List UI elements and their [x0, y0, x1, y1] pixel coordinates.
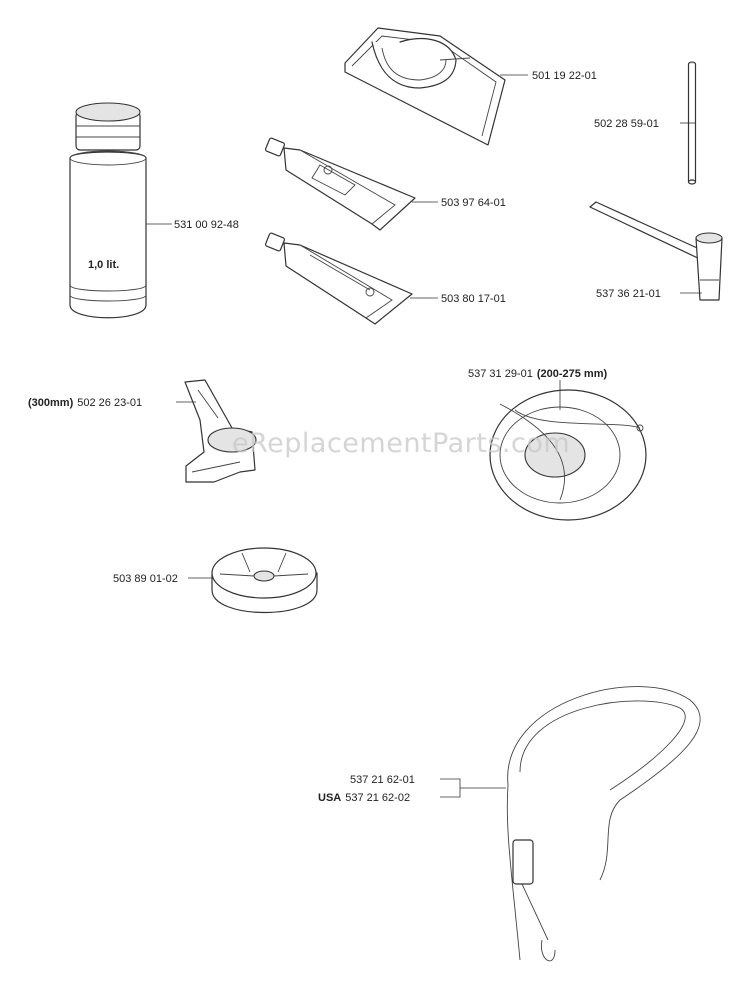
shield-size-label: (200-275 mm)	[537, 368, 608, 380]
shield-part-number: 537 31 29-01 (200-275 mm)	[468, 368, 607, 380]
harness-illustration	[506, 686, 701, 962]
support-cup-illustration	[211, 547, 318, 613]
harness-usa-part-number-value: 537 21 62-02	[345, 792, 410, 804]
grease-tube-2-illustration	[264, 232, 413, 325]
guard-part-number-value: 502 26 23-01	[77, 397, 142, 409]
oil-bottle-illustration	[69, 102, 147, 319]
grease-tube-2-part-number: 503 80 17-01	[441, 293, 506, 305]
blade-shield-illustration	[489, 389, 647, 521]
pin-part-number: 502 28 59-01	[594, 118, 659, 130]
guard-part-number: (300mm)502 26 23-01	[28, 397, 142, 409]
trimmer-guard-illustration	[184, 379, 257, 483]
wrench-part-number: 537 36 21-01	[596, 288, 661, 300]
guard-size-label: (300mm)	[28, 397, 74, 409]
oil-bottle-part-number: 531 00 92-48	[174, 219, 239, 231]
harness-part-number: 537 21 62-01	[350, 774, 415, 786]
carry-bag-part-number: 501 19 22-01	[532, 70, 597, 82]
grease-tube-1-illustration	[264, 137, 416, 231]
harness-usa-part-number: USA 537 21 62-02	[318, 792, 410, 804]
carry-bag-illustration	[344, 27, 506, 146]
shield-part-number-value: 537 31 29-01	[468, 368, 533, 380]
wrench-illustration	[589, 201, 723, 301]
grease-tube-1-part-number: 503 97 64-01	[441, 197, 506, 209]
support-cup-part-number: 503 89 01-02	[113, 573, 178, 585]
oil-bottle-volume-text: 1,0 lit.	[88, 259, 119, 271]
harness-usa-label: USA	[318, 792, 341, 804]
watermark-text: eReplacementParts.com	[232, 428, 570, 459]
